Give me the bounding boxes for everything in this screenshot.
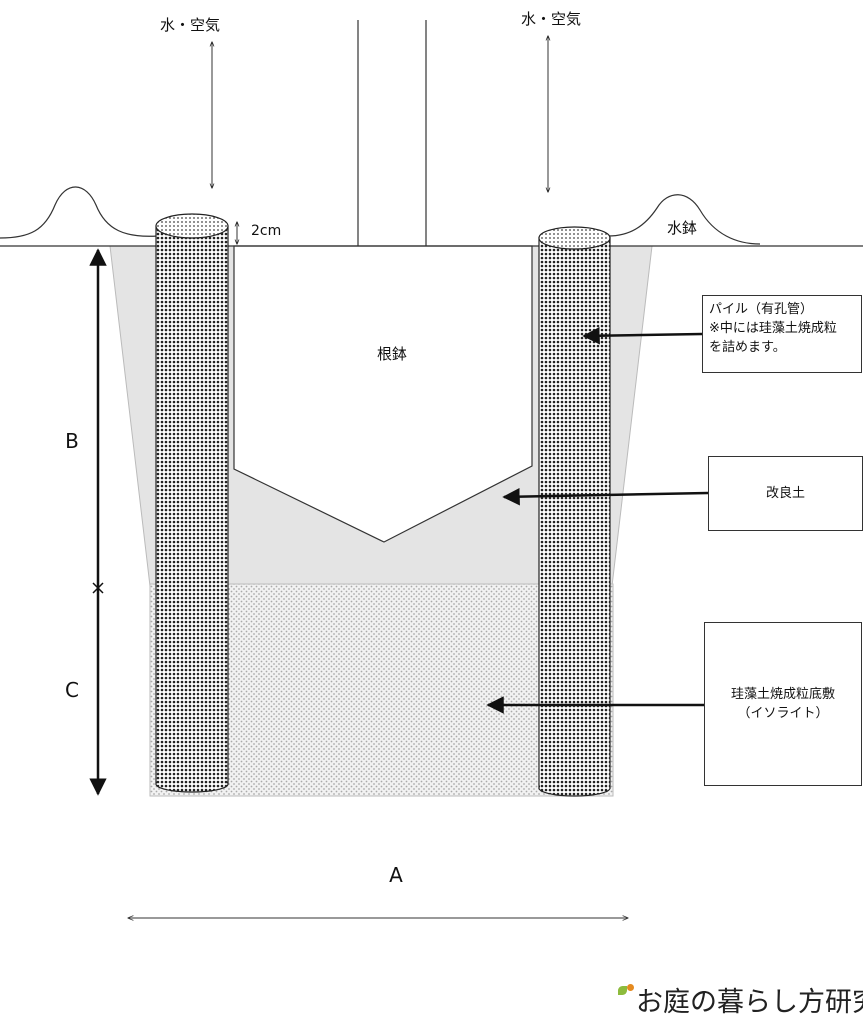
improved-soil-callout-arrow	[502, 487, 709, 506]
base-layer-callout-box: 珪藻土焼成粒底敷 （イソライト）	[704, 622, 862, 786]
pile-callout-line2: ※中には珪藻土焼成粒	[709, 321, 837, 336]
site-logo: お庭の暮らし方研究所	[618, 980, 863, 1020]
base-layer-callout-line2: （イソライト）	[737, 706, 829, 721]
right-pile	[538, 226, 611, 797]
leaf-icon	[618, 986, 627, 995]
dimension-a-label: A	[389, 863, 403, 887]
pile-callout-line3: を詰めます。	[709, 340, 786, 355]
mizubachi-label: 水鉢	[667, 219, 697, 237]
base-layer-callout-line1: 珪藻土焼成粒底敷	[730, 687, 835, 702]
water-air-label-left: 水・空気	[160, 16, 220, 34]
water-air-label-right: 水・空気	[521, 10, 581, 28]
right-mound	[607, 194, 761, 245]
dimension-divider-mark	[92, 582, 104, 594]
pile-callout-line1: パイル（有孔管）	[709, 302, 814, 317]
dot-icon	[627, 984, 634, 991]
site-logo-text: お庭の暮らし方研究所	[636, 987, 863, 1018]
improved-soil-callout-box: 改良土	[708, 456, 863, 531]
improved-soil-callout-text: 改良土	[765, 486, 805, 501]
two-cm-label: 2cm	[251, 223, 281, 239]
left-pile	[155, 213, 229, 793]
root-ball-label: 根鉢	[377, 345, 407, 363]
pile-callout-arrow	[582, 326, 703, 345]
dimension-c-label: C	[65, 678, 79, 702]
left-mound	[0, 186, 159, 239]
dimension-b-label: B	[65, 429, 79, 453]
pile-callout-box: パイル（有孔管） ※中には珪藻土焼成粒 を詰めます。	[702, 295, 862, 373]
